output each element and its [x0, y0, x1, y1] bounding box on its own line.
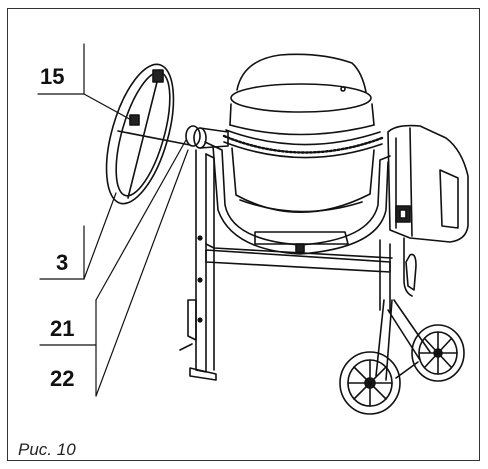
stand-legs [179, 149, 431, 381]
callout-21: 21 [50, 316, 75, 341]
motor-housing [387, 124, 469, 297]
transport-wheels [339, 324, 465, 415]
handwheel [105, 63, 191, 205]
callout-3: 3 [56, 250, 69, 275]
drum-yoke [204, 141, 391, 255]
figure-caption: Рис. 10 [18, 440, 76, 459]
callout-22: 22 [50, 366, 75, 391]
wheel-shaft [185, 125, 229, 149]
figure-frame [7, 8, 480, 461]
mixer-drum [222, 53, 384, 213]
leader-lines [37, 43, 189, 397]
callout-15: 15 [40, 64, 65, 89]
